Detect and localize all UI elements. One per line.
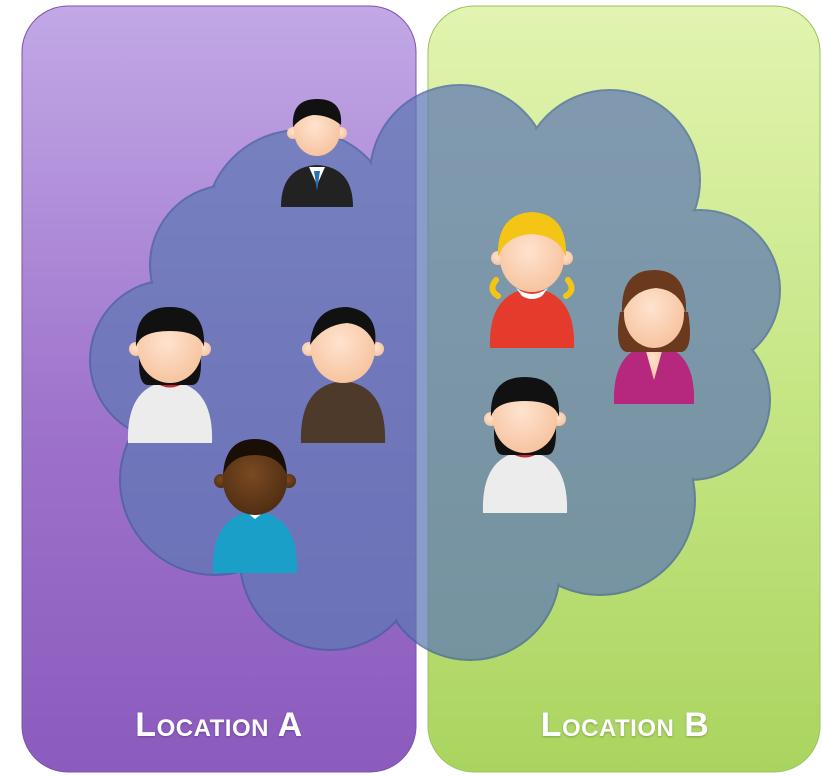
person-blonde-girl-icon [489,212,575,348]
location-b-label: Location B [540,705,710,744]
person-white-shirt-icon [127,307,213,443]
person-blue-shirt-icon [212,439,298,573]
person-woman-magenta-icon [613,270,695,404]
location-a-label: Location A [135,705,303,744]
person-brown-sweater-icon [300,307,386,443]
person-white-shirt-2-icon [482,377,568,513]
person-businessman-icon [281,99,353,207]
